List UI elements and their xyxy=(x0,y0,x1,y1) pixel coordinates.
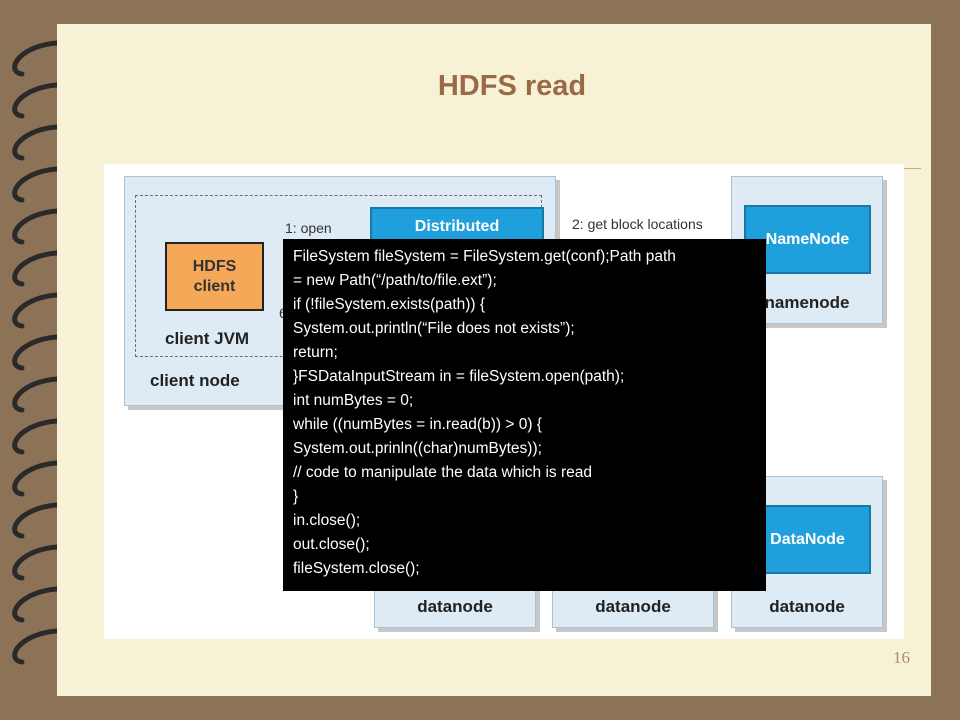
code-line: return; xyxy=(293,344,338,361)
datanode-box-label: DataNode xyxy=(770,530,845,548)
code-line: } xyxy=(293,488,299,505)
namenode-box-label: NameNode xyxy=(765,230,850,248)
code-line: int numBytes = 0; xyxy=(293,392,414,409)
code-line: }FSDataInputStream in = fileSystem.open(… xyxy=(293,368,625,385)
hdfs-client-line-1: HDFS xyxy=(192,257,237,275)
code-line: System.out.println(“File does not exists… xyxy=(293,320,575,337)
code-line: while ((numBytes = in.read(b)) > 0) { xyxy=(293,416,542,433)
distributed-label: Distributed xyxy=(414,217,500,235)
hdfs-client-box: HDFS client xyxy=(165,242,264,311)
datanode-label-3: datanode xyxy=(769,597,845,616)
code-lines: FileSystem fileSystem = FileSystem.get(c… xyxy=(283,239,766,581)
datanode-label-2: datanode xyxy=(595,597,671,616)
datanode-label-1: datanode xyxy=(417,597,493,616)
slide-number: 16 xyxy=(893,648,910,667)
hdfs-client-line-2: client xyxy=(193,277,236,295)
slide-title: HDFS read xyxy=(437,70,587,102)
code-overlay: FileSystem fileSystem = FileSystem.get(c… xyxy=(283,239,766,591)
code-line: = new Path(“/path/to/file.ext”); xyxy=(293,272,497,289)
step-open-label: 1: open xyxy=(285,220,332,236)
client-jvm-label: client JVM xyxy=(165,329,250,348)
code-line: System.out.prinln((char)numBytes)); xyxy=(293,440,542,457)
step-partial-label: 6 xyxy=(279,305,287,321)
code-line: if (!fileSystem.exists(path)) { xyxy=(293,296,486,313)
code-line: in.close(); xyxy=(293,512,361,529)
code-line: fileSystem.close(); xyxy=(293,560,420,577)
namenode-label: namenode xyxy=(764,293,850,312)
step-get-blocks-label: 2: get block locations xyxy=(572,216,703,232)
code-line: // code to manipulate the data which is … xyxy=(293,464,592,481)
client-node-label: client node xyxy=(150,371,240,390)
code-line: out.close(); xyxy=(293,536,370,553)
code-line: FileSystem fileSystem = FileSystem.get(c… xyxy=(293,248,676,265)
